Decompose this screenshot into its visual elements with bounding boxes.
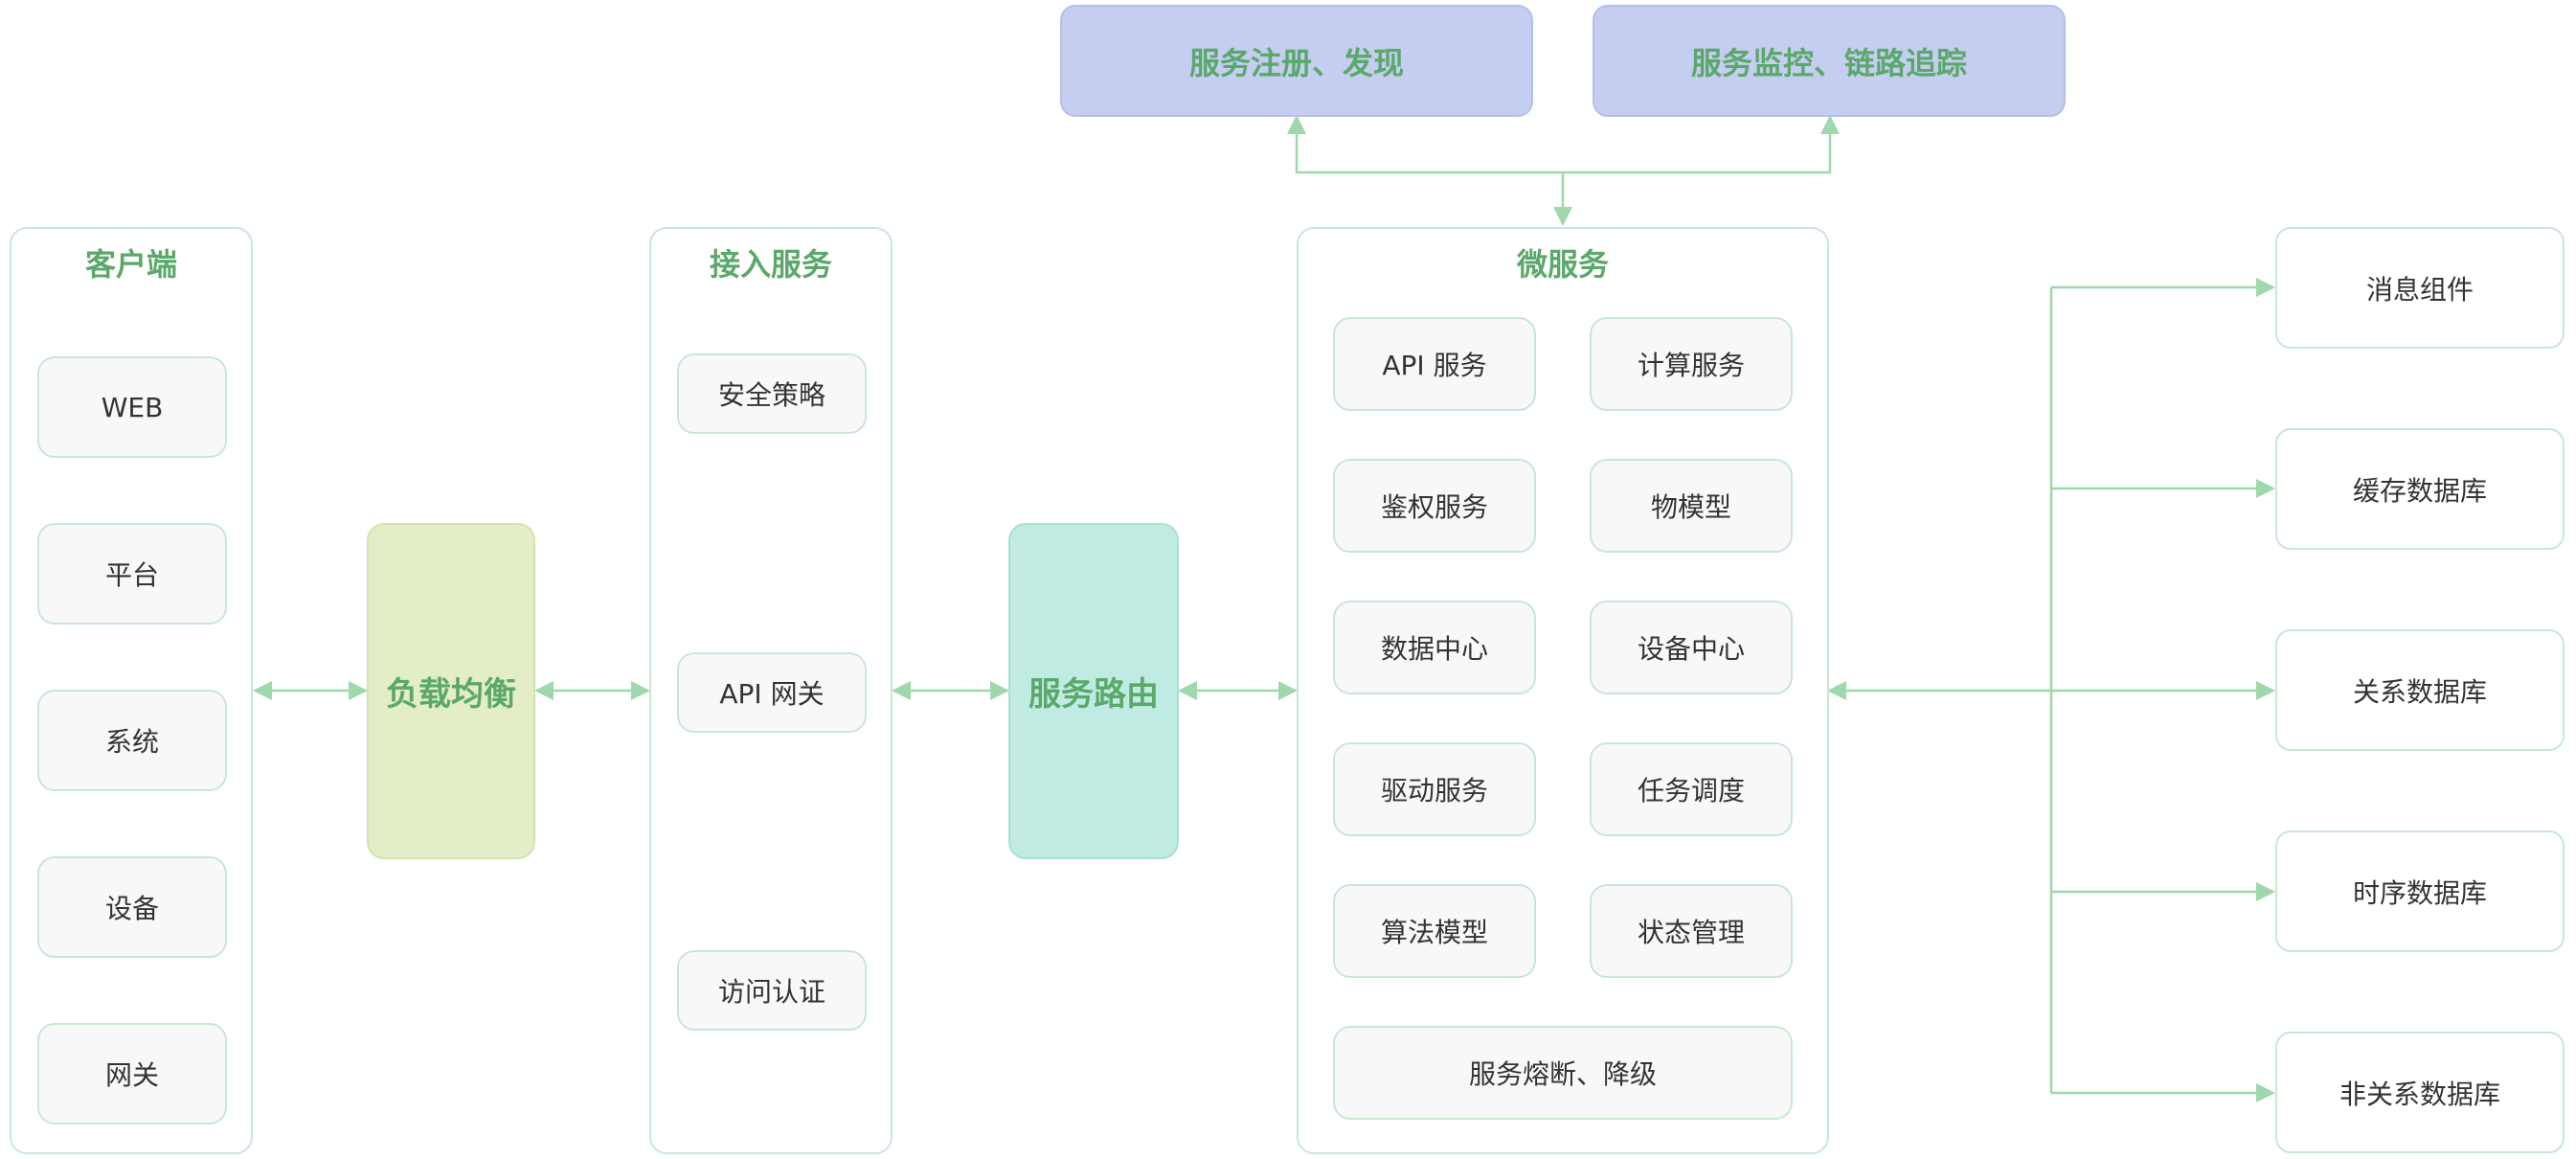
client-item-gateway: 网关 [37, 1023, 227, 1125]
storage-message-queue: 消息组件 [2275, 227, 2565, 349]
access-item-api-gateway: API 网关 [677, 652, 867, 733]
access-title: 接入服务 [709, 246, 832, 283]
micro-item-algorithm: 算法模型 [1333, 884, 1536, 978]
microservices-title: 微服务 [1516, 246, 1609, 283]
client-panel: 客户端 WEB 平台 系统 设备 网关 [10, 227, 253, 1154]
access-item-security-policy: 安全策略 [677, 353, 867, 434]
micro-item-circuit-breaker: 服务熔断、降级 [1333, 1026, 1793, 1120]
microservices-panel: 微服务 API 服务 计算服务 鉴权服务 物模型 数据中心 设备中心 驱动服务 … [1297, 227, 1829, 1154]
client-title: 客户端 [84, 246, 177, 283]
micro-item-compute: 计算服务 [1590, 317, 1793, 411]
micro-item-device-center: 设备中心 [1590, 601, 1793, 694]
service-registry-box: 服务注册、发现 [1060, 5, 1533, 117]
load-balancer-box: 负载均衡 [367, 523, 535, 859]
storage-cache-db: 缓存数据库 [2275, 428, 2565, 550]
micro-item-thing-model: 物模型 [1590, 459, 1793, 553]
client-item-device: 设备 [37, 856, 227, 958]
micro-item-data-center: 数据中心 [1333, 601, 1536, 694]
micro-item-authz: 鉴权服务 [1333, 459, 1536, 553]
link-top-bar [1287, 115, 1840, 174]
micro-item-scheduler: 任务调度 [1590, 742, 1793, 836]
storage-timeseries-db: 时序数据库 [2275, 830, 2565, 952]
access-panel: 接入服务 安全策略 API 网关 访问认证 [649, 227, 893, 1154]
client-item-web: WEB [37, 356, 227, 458]
micro-item-api: API 服务 [1333, 317, 1536, 411]
storage-relational-db: 关系数据库 [2275, 629, 2565, 751]
client-item-system: 系统 [37, 690, 227, 791]
micro-item-state: 状态管理 [1590, 884, 1793, 978]
micro-item-driver: 驱动服务 [1333, 742, 1536, 836]
storage-nosql-db: 非关系数据库 [2275, 1032, 2565, 1153]
service-router-box: 服务路由 [1008, 523, 1179, 859]
access-item-auth: 访问认证 [677, 950, 867, 1031]
service-monitoring-box: 服务监控、链路追踪 [1593, 5, 2066, 117]
client-item-platform: 平台 [37, 523, 227, 625]
